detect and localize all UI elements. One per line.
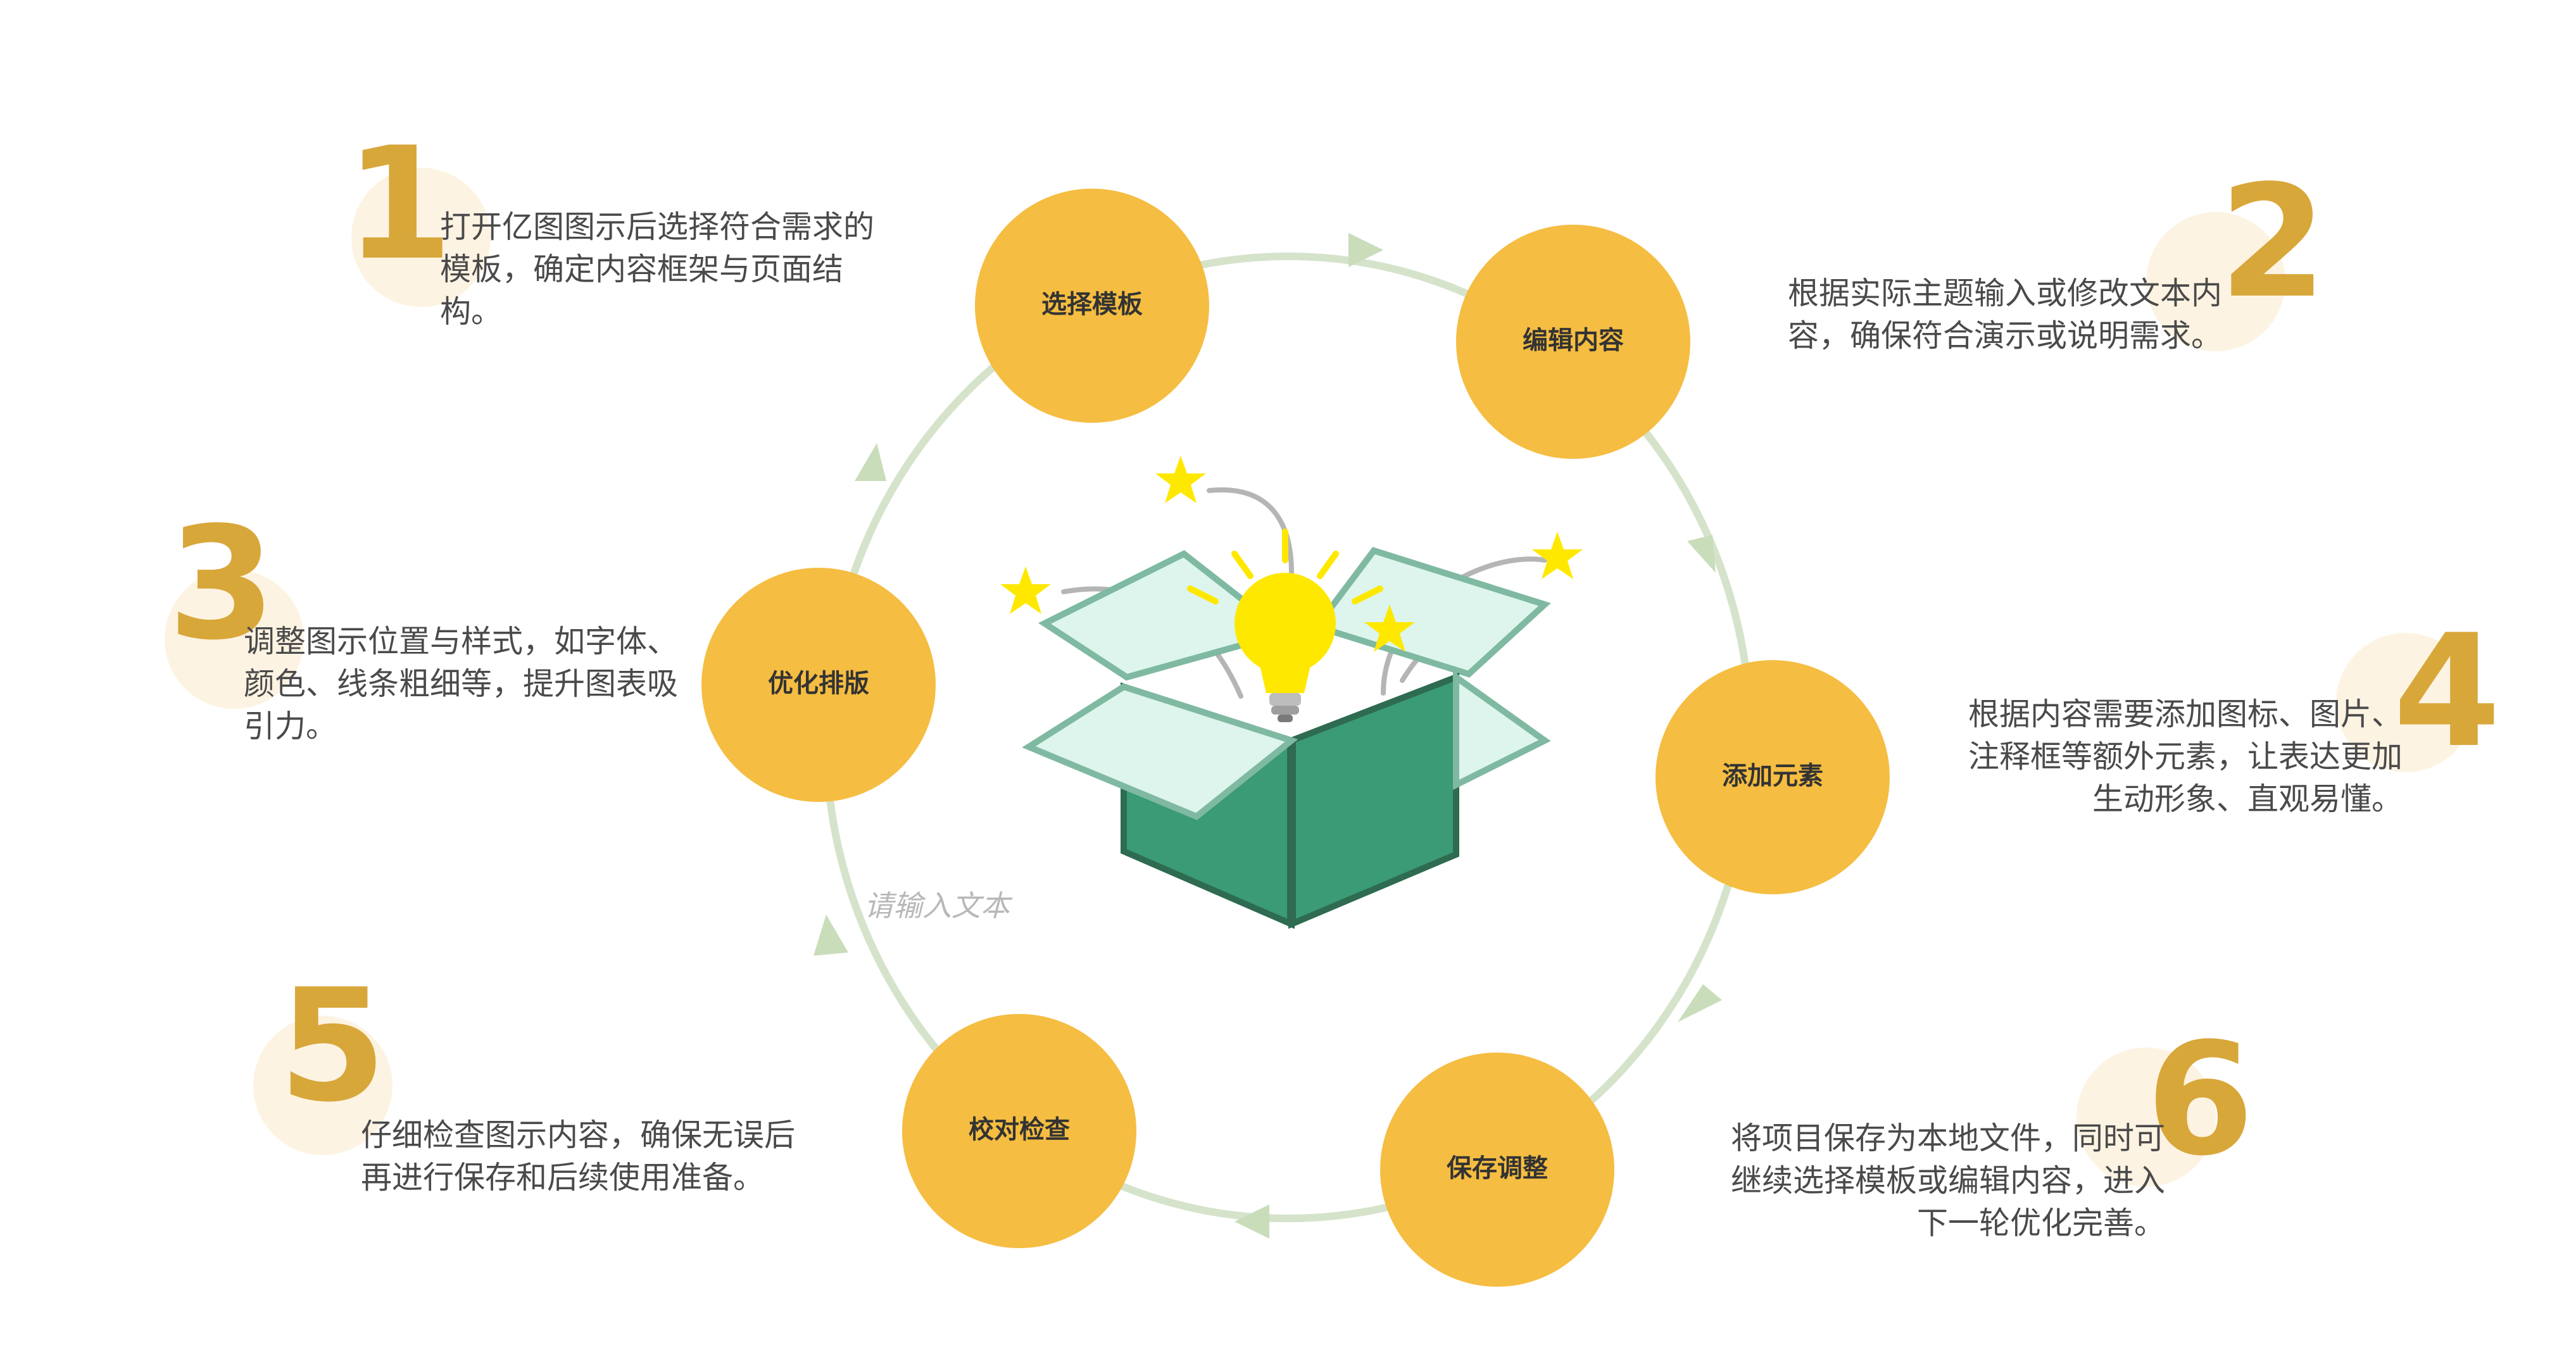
arrow-icon	[1687, 535, 1716, 573]
step-number-2: 2	[2219, 152, 2327, 332]
node-6[interactable]: 保存调整	[1380, 1053, 1614, 1287]
arrow-icon	[1678, 984, 1722, 1022]
step-description-6: 将项目保存为本地文件，同时可 继续选择模板或编辑内容，进入 下一轮优化完善。	[1730, 1120, 2165, 1241]
star-icon	[1155, 456, 1206, 503]
light-bulb-icon	[1187, 528, 1383, 722]
step-number-5: 5	[279, 956, 387, 1136]
step-description-5: 仔细检查图示内容，确保无误后 再进行保存和后续使用准备。	[361, 1117, 796, 1196]
node-2[interactable]: 编辑内容	[1456, 225, 1690, 459]
node-4[interactable]: 添加元素	[1656, 660, 1890, 894]
node-3[interactable]: 优化排版	[701, 568, 936, 802]
backdrop-3	[165, 570, 304, 709]
box-right-face	[1288, 672, 1459, 929]
step-description-1: 打开亿图图示后选择符合需求的 模板，确定内容框架与页面结 构。	[440, 209, 875, 330]
node-label-5: 校对检查	[969, 1115, 1070, 1144]
backdrop-2	[2146, 212, 2285, 351]
placeholder-text[interactable]: 请输入文本	[864, 889, 1010, 923]
arrow-icon	[814, 915, 848, 956]
node-label-6: 保存调整	[1447, 1154, 1548, 1183]
node-label-1: 选择模板	[1041, 290, 1143, 319]
backdrop-1	[351, 168, 491, 307]
backdrop-4	[2336, 633, 2475, 772]
step-description-2: 根据实际主题输入或修改文本内 容，确保符合演示或说明需求。	[1787, 275, 2222, 354]
box-front-flap-left	[1022, 683, 1298, 820]
arrow-icon	[855, 443, 886, 481]
star-icon	[1000, 566, 1051, 614]
node-5[interactable]: 校对检查	[902, 1014, 1136, 1248]
step-description-3: 调整图示位置与样式，如字体、 颜色、线条粗细等，提升图表吸 引力。	[244, 623, 679, 744]
arrow-icon	[1348, 233, 1383, 267]
box-back-flap-right	[1311, 547, 1551, 678]
number-backdrops	[165, 168, 2475, 1187]
star-icon	[1364, 604, 1415, 652]
cycle-arrows	[814, 233, 1722, 1239]
backdrop-5	[253, 1016, 393, 1155]
step-number-1: 1	[345, 114, 453, 294]
node-label-4: 添加元素	[1722, 761, 1823, 791]
star-icons	[1000, 456, 1583, 652]
step-number-3: 3	[168, 494, 276, 674]
node-label-2: 编辑内容	[1523, 326, 1624, 355]
star-icon	[1532, 532, 1583, 579]
node-1[interactable]: 选择模板	[975, 189, 1209, 423]
box-front-flap-right	[1453, 671, 1551, 791]
arrow-icon	[1235, 1204, 1269, 1239]
step-number-4: 4	[2393, 601, 2501, 782]
node-label-3: 优化排版	[768, 669, 869, 698]
backdrop-6	[2077, 1047, 2216, 1187]
idea-box-illustration	[1000, 456, 1583, 929]
step-description-4: 根据内容需要添加图标、图片、 注释框等额外元素，让表达更加 生动形象、直观易懂。	[1968, 696, 2403, 817]
step-number-6: 6	[2146, 1010, 2254, 1190]
